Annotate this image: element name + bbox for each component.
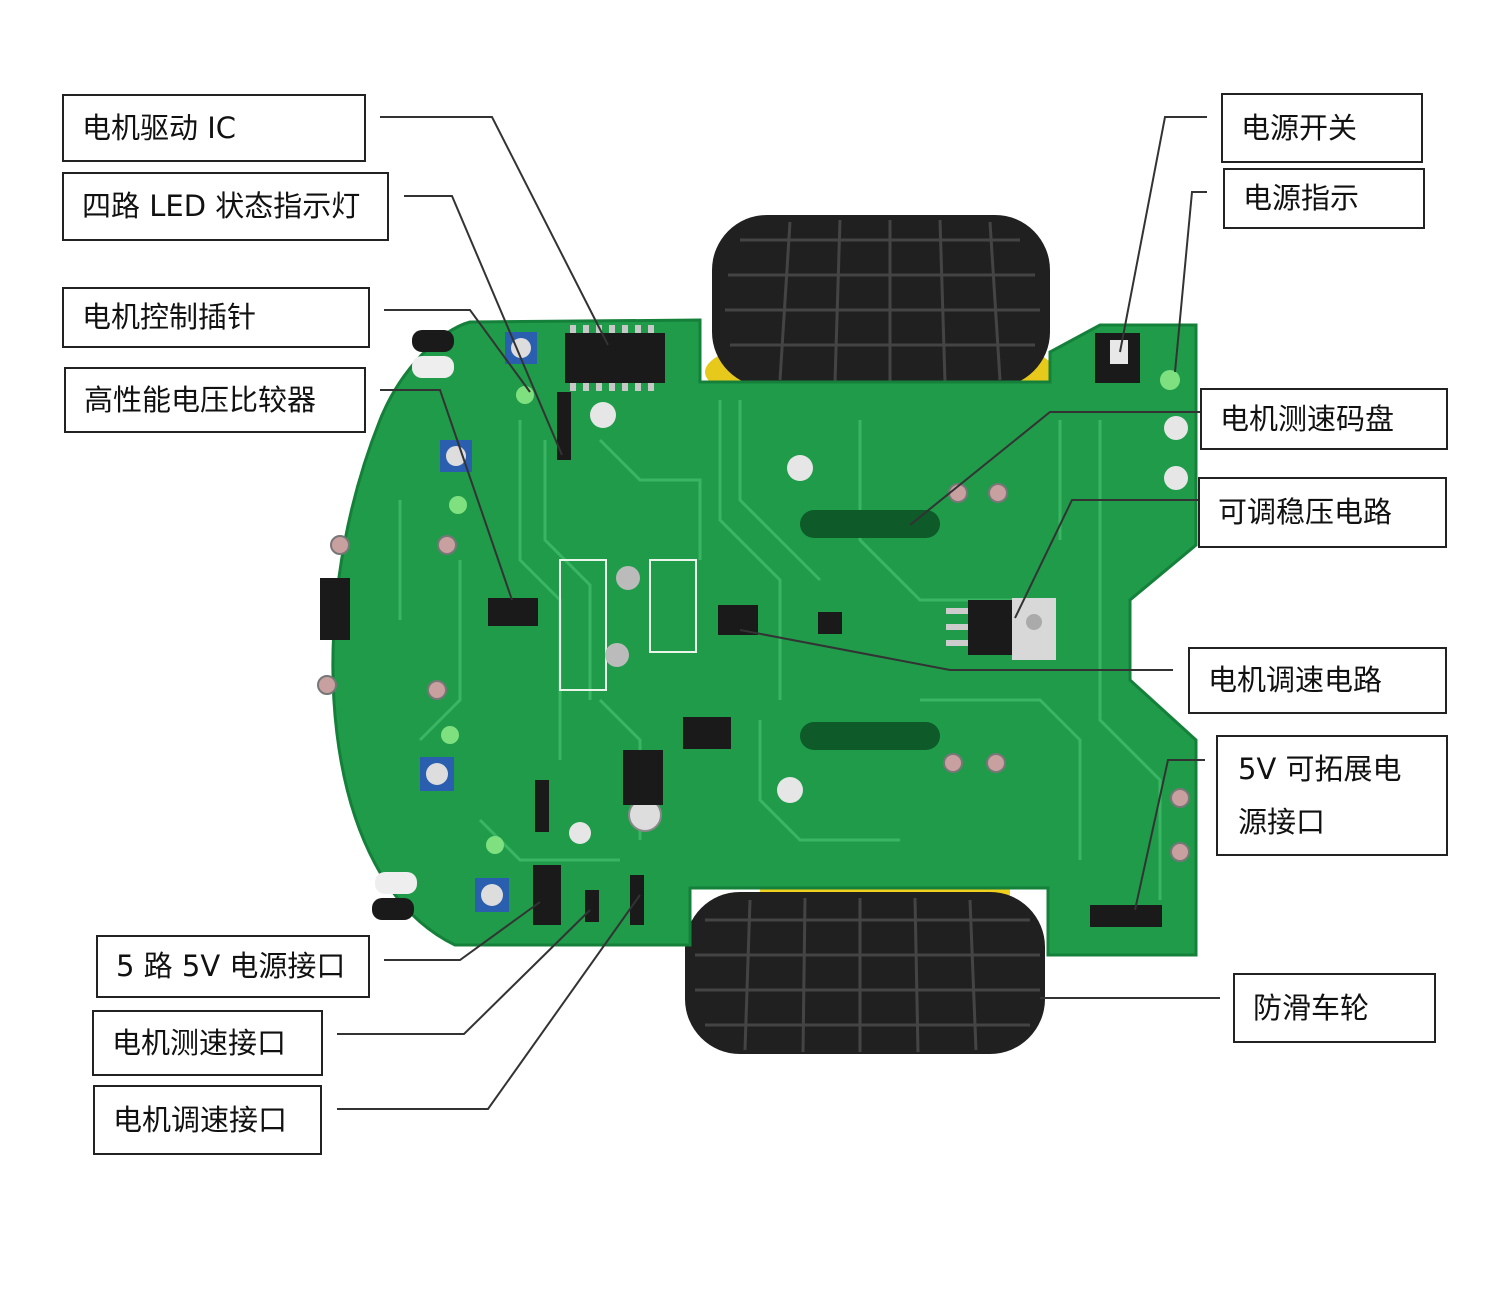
- label-expandable-5v-line1: 5V 可拓展电: [1238, 752, 1402, 787]
- label-motor-speed-circuit: 电机调速电路: [1188, 647, 1447, 714]
- power-module: [623, 750, 663, 805]
- pin-headers: [320, 392, 1162, 927]
- speed-control-chip: [718, 605, 758, 635]
- label-power-switch: 电源开关: [1221, 93, 1423, 163]
- led-3: [441, 726, 459, 744]
- leader-lines: [337, 116, 1220, 1110]
- label-motor-speed-sensor-port: 电机测速接口: [92, 1010, 323, 1076]
- label-expandable-5v-line2: 源接口: [1238, 804, 1326, 839]
- label-adjustable-regulator: 可调稳压电路: [1198, 477, 1447, 548]
- label-motor-control-pins: 电机控制插针: [62, 287, 370, 348]
- transistor: [683, 717, 731, 749]
- mounting-holes: [569, 402, 1188, 844]
- label-motor-driver-ic: 电机驱动 IC: [62, 94, 366, 162]
- encoder-slot-top: [800, 510, 940, 538]
- label-four-led-indicators: 四路 LED 状态指示灯: [62, 172, 389, 241]
- led-1: [516, 386, 534, 404]
- led-4: [486, 836, 504, 854]
- motor-driver-chip: [565, 325, 665, 391]
- label-voltage-comparator: 高性能电压比较器: [64, 367, 366, 433]
- label-five-way-5v-power: 5 路 5V 电源接口: [96, 935, 370, 998]
- bottom-wheel: [685, 880, 1045, 1054]
- comparator-chip: [488, 598, 538, 626]
- label-anti-slip-wheel: 防滑车轮: [1233, 973, 1436, 1043]
- ir-sensors: [372, 330, 454, 920]
- encoder-slot-bottom: [800, 722, 940, 750]
- label-motor-speed-control-port: 电机调速接口: [93, 1085, 322, 1155]
- led-2: [449, 496, 467, 514]
- power-switch-component: [1095, 333, 1140, 383]
- header-outlines: [559, 559, 697, 691]
- regulator-component: [946, 598, 1056, 660]
- small-chip: [818, 612, 842, 634]
- power-led: [1160, 370, 1180, 390]
- label-power-indicator: 电源指示: [1223, 168, 1425, 229]
- label-encoder-disc: 电机测速码盘: [1200, 388, 1448, 450]
- label-expandable-5v-port: 5V 可拓展电 源接口: [1216, 735, 1448, 856]
- pcb-board: [331, 318, 1198, 957]
